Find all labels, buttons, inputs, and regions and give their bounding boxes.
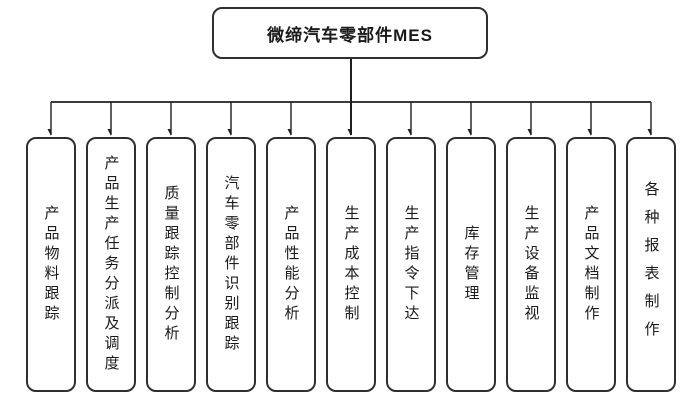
node-root-mes: 微缔汽车零部件MES [212, 7, 488, 59]
node-product-performance-analysis: 产品性能分析 [266, 137, 316, 392]
node-production-task-dispatch-scheduling: 产品生产任务分派及调度 [86, 137, 136, 392]
node-label: 产品生产任务分派及调度 [102, 154, 120, 375]
node-report-creation: 各种报表制作 [626, 137, 676, 392]
node-label: 产品性能分析 [282, 204, 300, 325]
node-production-cost-control: 生产成本控制 [326, 137, 376, 392]
node-label: 各种报表制作 [642, 180, 660, 349]
node-product-material-tracking: 产品物料跟踪 [26, 137, 76, 392]
node-label: 汽车零部件识别跟踪 [222, 174, 240, 355]
node-production-equipment-monitoring: 生产设备监视 [506, 137, 556, 392]
node-label: 生产设备监视 [522, 204, 540, 325]
node-label: 产品物料跟踪 [42, 204, 60, 325]
node-label: 质量跟踪控制分析 [162, 184, 180, 345]
node-inventory-management: 库存管理 [446, 137, 496, 392]
node-root-mes-label: 微缔汽车零部件MES [267, 25, 433, 45]
node-production-order-issuing: 生产指令下达 [386, 137, 436, 392]
node-label: 生产成本控制 [342, 204, 360, 325]
node-product-document-creation: 产品文档制作 [566, 137, 616, 392]
node-label: 产品文档制作 [582, 204, 600, 325]
node-label: 库存管理 [462, 224, 480, 305]
node-quality-tracking-control-analysis: 质量跟踪控制分析 [146, 137, 196, 392]
node-label: 生产指令下达 [402, 204, 420, 325]
node-auto-parts-identification-tracking: 汽车零部件识别跟踪 [206, 137, 256, 392]
